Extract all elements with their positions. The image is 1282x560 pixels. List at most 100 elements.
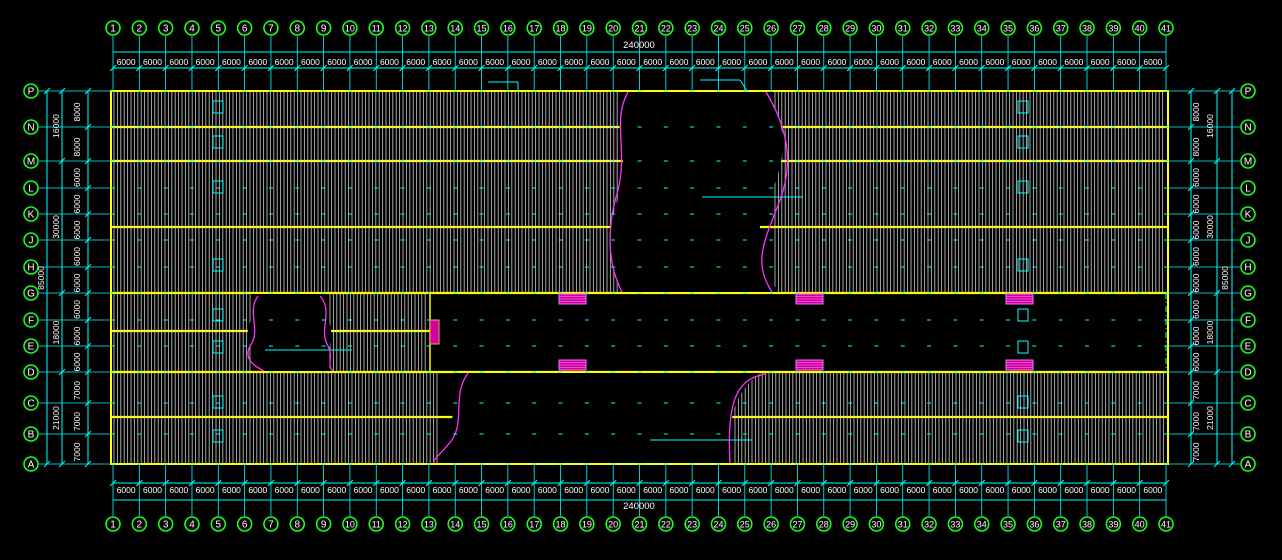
axis-bubble-circle [184,20,200,36]
bay-dimension-text: 6000 [906,57,925,67]
axis-bubble-label: 4 [189,520,195,531]
row-dimension-text: 8000 [72,102,82,121]
dimension-tick [293,479,301,487]
row-dimension-text: 6000 [1191,326,1201,345]
axis-bubble-circle [236,516,253,532]
axis-bubble-label: 10 [345,520,355,530]
column-bubble-bottom: 15 [473,516,490,532]
dimension-tick [530,64,538,72]
axis-bubble-label: 14 [450,520,460,530]
axis-bubble-circle [736,20,753,36]
bay-dimension-text: 6000 [485,57,504,67]
axis-bubble-circle [894,516,911,532]
bay-dimension-text: 6000 [117,485,136,495]
bay-dimension-text: 6000 [696,485,715,495]
axis-bubble-circle [23,232,39,248]
total-length-label: 240000 [623,40,655,51]
bay-dimension-text: 6000 [1012,485,1031,495]
row-bubble-left: G [23,285,39,301]
bay-dimension-text: 6000 [670,485,689,495]
axis-bubble-circle [315,516,332,532]
axis-bubble-circle [1240,119,1256,135]
dimension-tick [557,64,564,72]
bay-dimension-text: 6000 [433,57,452,67]
row-dimension-right: 8000800060006000600060006000600060006000… [1187,87,1201,468]
row-bubble-right: A [1240,456,1256,472]
axis-bubble-circle [1105,516,1122,532]
row-dimension-text: 8000 [1191,102,1201,121]
axis-bubble-label: 28 [819,24,829,34]
row-dimension-text: 7000 [72,412,82,431]
column-bubble-bottom: 32 [921,516,937,532]
column-bubble-bottom: 41 [1158,516,1174,532]
column-bubble-bottom: 2 [131,516,148,532]
axis-bubble-circle [210,20,227,36]
axis-bubble-label: K [1245,210,1252,221]
dimension-tick [267,64,275,72]
dimension-tick [873,479,880,487]
bay-dimension-text: 6000 [643,57,662,67]
dimension-tick [267,479,275,487]
column-bubble-bottom: 19 [579,516,595,532]
equipment-marker [1017,258,1029,272]
column-bubble-bottom: 37 [1052,516,1069,532]
column-bubble-bottom: 8 [289,516,306,532]
axis-bubble-circle [684,516,700,532]
axis-bubble-label: 39 [1108,24,1118,34]
dimension-tick [1187,430,1195,438]
dimension-tick [846,64,854,72]
dimension-tick [58,460,66,468]
axis-bubble-circle [658,20,674,36]
axis-bubble-circle [23,119,39,135]
equipment-marker [212,135,224,149]
bay-dimension-text: 6000 [906,485,925,495]
dimension-tick [346,64,354,72]
bay-dimension-text: 6000 [433,485,452,495]
axis-bubble-circle [973,516,990,532]
axis-bubble-circle [1240,312,1256,328]
column-bubble-top: 9 [315,20,332,36]
axis-bubble-circle [1240,83,1256,99]
axis-bubble-label: 16 [503,24,513,34]
bay-dimension-text: 6000 [354,57,373,67]
dimension-tick [978,64,986,72]
dimension-tick [478,64,485,72]
dimension-tick [583,64,591,72]
row-dimension-text: 8000 [1191,137,1201,156]
axis-bubble-label: 35 [1003,520,1013,530]
dimension-tick [84,236,92,244]
row-bubble-left: D [23,364,39,380]
axis-bubble-label: 11 [372,24,381,34]
dimension-tick [84,157,92,165]
axis-bubble-label: 13 [424,24,434,34]
break-line [609,91,629,293]
axis-bubble-label: 3 [163,24,169,35]
bay-dimension-text: 6000 [301,485,320,495]
axis-bubble-label: N [1244,123,1251,134]
axis-bubble-label: P [1245,87,1252,98]
row-dimension-text: 8000 [72,137,82,156]
total-length-label: 240000 [623,501,655,512]
axis-bubble-circle [1240,180,1256,196]
axis-bubble-circle [736,516,753,532]
axis-bubble-label: 27 [792,520,802,530]
row-bubble-left: F [23,312,39,328]
axis-bubble-label: E [1245,342,1252,353]
axis-bubble-label: J [1246,236,1251,247]
axis-bubble-label: H [1244,263,1251,274]
axis-bubble-circle [23,456,39,472]
dimension-tick [84,123,92,131]
column-bubble-top: 14 [447,20,464,36]
axis-bubble-label: P [28,87,35,98]
axis-bubble-label: 30 [871,24,881,34]
axis-bubble-circle [921,20,937,36]
axis-bubble-label: 11 [372,520,381,530]
axis-bubble-label: 25 [740,24,750,34]
axis-bubble-label: 33 [950,520,960,530]
axis-bubble-label: 14 [450,24,460,34]
axis-bubble-label: 15 [477,520,487,530]
bay-dimension-text: 6000 [485,485,504,495]
